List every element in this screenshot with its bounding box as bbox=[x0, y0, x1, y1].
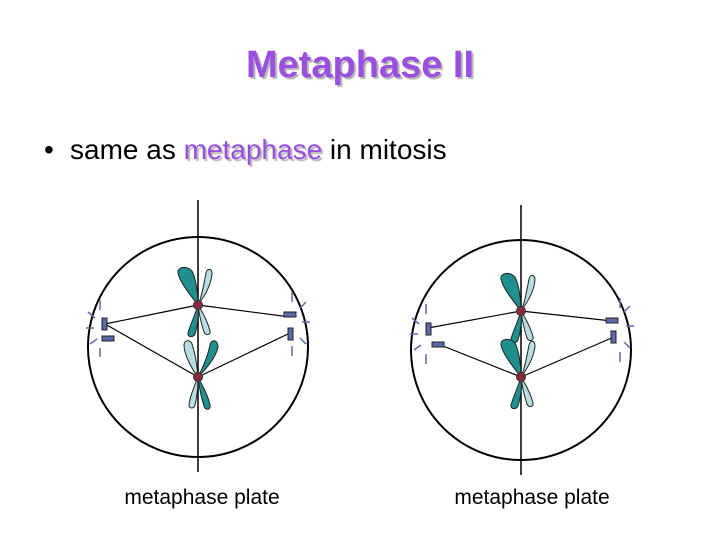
spindle-fiber bbox=[104, 304, 199, 325]
slide-title: Metaphase II bbox=[245, 44, 475, 86]
spindle-fiber bbox=[197, 332, 291, 378]
spindle-fiber bbox=[427, 310, 522, 329]
chromosome bbox=[183, 340, 219, 410]
bullet-after: in mitosis bbox=[322, 134, 447, 165]
aster-rays bbox=[86, 300, 101, 357]
centriole bbox=[610, 330, 617, 344]
chromosome bbox=[177, 266, 213, 338]
spindle-fiber bbox=[104, 323, 199, 378]
aster-rays bbox=[619, 298, 634, 362]
bullet-before: same as bbox=[70, 134, 184, 165]
spindle-fiber bbox=[437, 343, 522, 378]
centriole bbox=[101, 317, 108, 331]
centriole bbox=[431, 341, 445, 348]
centriole bbox=[283, 311, 297, 318]
bullet-marker: • bbox=[44, 134, 54, 165]
spindle-fiber bbox=[197, 304, 291, 318]
bullet-highlight: metaphase bbox=[183, 134, 323, 165]
chromosome bbox=[500, 338, 536, 410]
cell-right bbox=[410, 205, 634, 475]
chromosome bbox=[500, 272, 536, 344]
spindle-fiber bbox=[520, 336, 615, 378]
bullet-text: • same as metaphase in mitosis bbox=[44, 134, 447, 166]
centriole bbox=[425, 322, 432, 336]
caption-right: metaphase plate bbox=[454, 486, 610, 509]
centriole bbox=[101, 335, 115, 342]
centriole bbox=[605, 317, 619, 324]
centriole bbox=[287, 327, 294, 341]
caption-left: metaphase plate bbox=[124, 486, 280, 509]
aster-rays bbox=[410, 304, 427, 364]
aster-rays bbox=[291, 292, 310, 356]
spindle-fiber bbox=[520, 310, 613, 322]
cell-left bbox=[86, 200, 310, 472]
